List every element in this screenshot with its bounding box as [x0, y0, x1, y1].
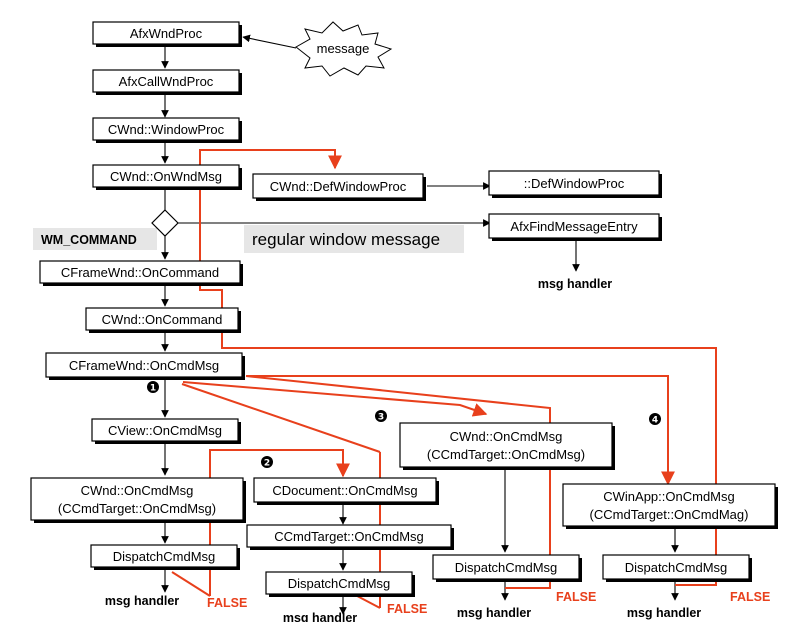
ccmdtarget-oncmdmsg-box: CCmdTarget::OnCmdMsg [246, 524, 454, 550]
step-2-marker: 2 [261, 456, 273, 469]
afxcallwndproc-box: AfxCallWndProc [92, 69, 242, 95]
cwnd-defwindowproc-box: CWnd::DefWindowProc [252, 173, 426, 201]
decision-diamond [151, 209, 179, 237]
svg-text:CDocument::OnCmdMsg: CDocument::OnCmdMsg [272, 483, 417, 498]
message-starburst: message [295, 21, 393, 77]
svg-text:CWnd::WindowProc: CWnd::WindowProc [108, 122, 225, 137]
wm-command-label: WM_COMMAND [41, 233, 137, 247]
msg-handler-label: msg handler [538, 277, 612, 291]
false-label: FALSE [730, 590, 770, 604]
step-1-marker: 1 [147, 381, 159, 394]
svg-text:CCmdTarget::OnCmdMsg: CCmdTarget::OnCmdMsg [274, 529, 424, 544]
cview-oncmdmsg-box: CView::OnCmdMsg [91, 418, 241, 444]
cwnd-oncommand-box: CWnd::OnCommand [85, 307, 241, 333]
cwnd-onwndmsg-box: CWnd::OnWndMsg [92, 164, 242, 190]
false-label: FALSE [556, 590, 596, 604]
msg-handler-label: msg handler [283, 611, 357, 622]
svg-text:(CCmdTarget::OnCmdMsg): (CCmdTarget::OnCmdMsg) [58, 501, 216, 516]
dispatchcmdmsg-view-box: DispatchCmdMsg [90, 544, 240, 570]
step-4-marker: 4 [649, 413, 661, 426]
dispatchcmdmsg-frame-box: DispatchCmdMsg [432, 554, 582, 582]
regular-message-label-bg [244, 225, 464, 253]
svg-text:CWnd::OnCmdMsg: CWnd::OnCmdMsg [450, 429, 563, 444]
msg-handler-label: msg handler [105, 594, 179, 608]
defwindowproc-box: ::DefWindowProc [488, 170, 662, 198]
svg-text:CFrameWnd::OnCommand: CFrameWnd::OnCommand [61, 265, 219, 280]
svg-text:CWinApp::OnCmdMsg: CWinApp::OnCmdMsg [603, 489, 734, 504]
cwnd-oncmdmsg-view-box: CWnd::OnCmdMsg (CCmdTarget::OnCmdMsg) [30, 477, 246, 523]
svg-text:CWnd::DefWindowProc: CWnd::DefWindowProc [270, 179, 407, 194]
svg-text:CWnd::OnCommand: CWnd::OnCommand [102, 312, 223, 327]
svg-text:DispatchCmdMsg: DispatchCmdMsg [455, 560, 558, 575]
cwinapp-oncmdmsg-box: CWinApp::OnCmdMsg (CCmdTarget::OnCmdMag) [562, 483, 778, 529]
svg-text:2: 2 [264, 459, 270, 469]
afxfindmessageentry-box: AfxFindMessageEntry [488, 213, 662, 241]
false-label: FALSE [387, 602, 427, 616]
cframewnd-oncmdmsg-box: CFrameWnd::OnCmdMsg [45, 352, 245, 380]
svg-text:DispatchCmdMsg: DispatchCmdMsg [625, 560, 728, 575]
svg-text:CFrameWnd::OnCmdMsg: CFrameWnd::OnCmdMsg [69, 358, 219, 373]
svg-text:CView::OnCmdMsg: CView::OnCmdMsg [108, 423, 222, 438]
svg-text:1: 1 [150, 384, 156, 394]
svg-text:AfxWndProc: AfxWndProc [130, 26, 203, 41]
cwnd-oncmdmsg-frame-box: CWnd::OnCmdMsg (CCmdTarget::OnCmdMsg) [399, 422, 615, 470]
svg-text:3: 3 [378, 413, 384, 423]
svg-text:DispatchCmdMsg: DispatchCmdMsg [113, 549, 216, 564]
afxwndproc-box: AfxWndProc [92, 21, 242, 47]
svg-text:::DefWindowProc: ::DefWindowProc [524, 176, 625, 191]
black-connectors [161, 34, 679, 615]
svg-text:AfxFindMessageEntry: AfxFindMessageEntry [510, 219, 638, 234]
regular-message-label: regular window message [252, 230, 440, 249]
wm-command-label-bg [33, 228, 157, 250]
dispatchcmdmsg-doc-box: DispatchCmdMsg [265, 571, 415, 597]
cframewnd-oncommand-box: CFrameWnd::OnCommand [39, 260, 243, 286]
false-label: FALSE [207, 596, 247, 610]
cdocument-oncmdmsg-box: CDocument::OnCmdMsg [253, 477, 439, 505]
cwnd-windowproc-box: CWnd::WindowProc [92, 117, 242, 143]
step-3-marker: 3 [375, 410, 387, 423]
message-label: message [317, 41, 370, 56]
svg-text:4: 4 [652, 416, 658, 426]
svg-text:CWnd::OnCmdMsg: CWnd::OnCmdMsg [81, 483, 194, 498]
svg-text:CWnd::OnWndMsg: CWnd::OnWndMsg [110, 169, 222, 184]
svg-text:(CCmdTarget::OnCmdMsg): (CCmdTarget::OnCmdMsg) [427, 447, 585, 462]
msg-handler-label: msg handler [457, 606, 531, 620]
svg-text:DispatchCmdMsg: DispatchCmdMsg [288, 576, 391, 591]
dispatchcmdmsg-app-box: DispatchCmdMsg [602, 554, 752, 582]
svg-text:AfxCallWndProc: AfxCallWndProc [119, 74, 214, 89]
msg-handler-label: msg handler [627, 606, 701, 620]
svg-text:(CCmdTarget::OnCmdMag): (CCmdTarget::OnCmdMag) [590, 507, 749, 522]
